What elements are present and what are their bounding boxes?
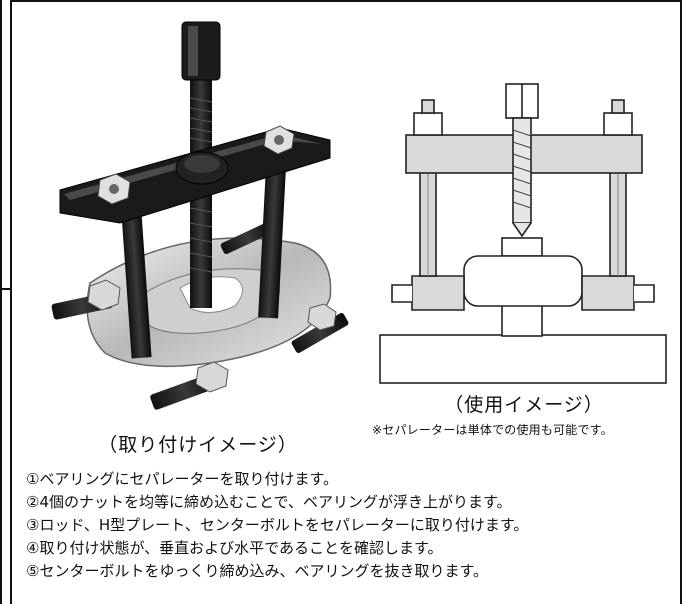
step-2: ②4個のナットを均等に締め込むことで、ベアリングが浮き上がります。: [26, 493, 512, 511]
diagram-caption: （使用イメージ）: [444, 394, 604, 416]
left-border-tick: [0, 288, 10, 290]
bearing-puller-photo: [51, 21, 349, 410]
instruction-steps: ①ベアリングにセパレーターを取り付けます。 ②4個のナットを均等に締め込むことで…: [26, 468, 676, 583]
left-border-line: [0, 0, 2, 604]
usage-diagram: [379, 83, 667, 384]
step-5: ⑤センターボルトをゆっくり締め込み、ベアリングを抜き取ります。: [26, 562, 488, 580]
step-1: ①ベアリングにセパレーターを取り付けます。: [26, 470, 338, 488]
step-4: ④取り付け状態が、垂直および水平であることを確認します。: [26, 539, 443, 557]
photo-caption: （取り付けイメージ）: [98, 434, 298, 456]
separator-note: ※セパレーターは単体での使用も可能です。: [372, 423, 613, 437]
document-frame: [10, 0, 682, 604]
step-3: ③ロッド、H型プレート、センターボルトをセパレーターに取り付けます。: [26, 516, 529, 534]
